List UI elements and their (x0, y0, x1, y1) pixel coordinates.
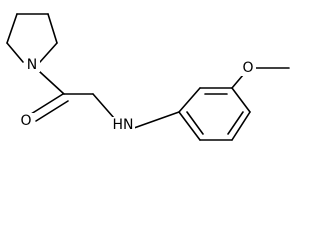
ring-bond (47, 13, 58, 44)
carbonyl-double-bond (35, 100, 69, 122)
methoxy-group (231, 67, 290, 89)
molecule-structure: N O HN O (6, 13, 290, 141)
methoxy-oxygen-label: O (242, 60, 253, 76)
ch2-to-nh-bond (92, 93, 115, 119)
amine-label: HN (113, 117, 134, 133)
aromatic-double-bond (227, 111, 244, 135)
amide-linker (30, 71, 180, 129)
ring-bond (6, 42, 24, 63)
aromatic-double-bond (186, 111, 204, 135)
ring-to-o-bond (231, 74, 244, 89)
ring-bond (231, 111, 251, 141)
pyrrolidine-ring (6, 13, 58, 63)
carbonyl-oxygen-label: O (20, 113, 31, 129)
atom-labels: N O HN O (18, 56, 256, 133)
ring-bond (231, 87, 251, 113)
ring-bond (39, 42, 58, 63)
ring-bond (178, 111, 201, 141)
n-to-carbonyl-bond (39, 71, 65, 95)
carbonyl-double-bond (30, 93, 64, 115)
ring-bond (6, 13, 18, 44)
nitrogen-ring-label: N (27, 57, 37, 73)
nh-to-ring-bond (133, 111, 180, 129)
ring-bond (178, 87, 201, 113)
benzene-ring (178, 87, 251, 141)
